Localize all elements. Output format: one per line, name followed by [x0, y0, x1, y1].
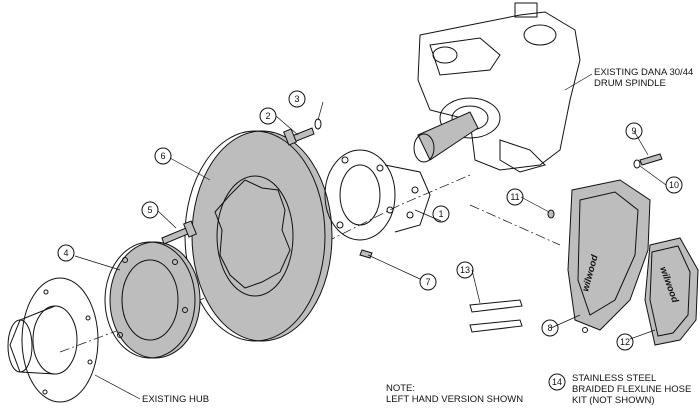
callout-1: 1: [438, 209, 443, 219]
callout-circle-6: [154, 147, 172, 165]
existing-hub: [7, 277, 99, 403]
callout-circle-11: [506, 188, 524, 206]
hub-leader: [94, 374, 141, 400]
callout-6: 6: [160, 151, 165, 161]
washer-3: [314, 118, 322, 130]
washer-10: [633, 159, 641, 169]
callout-10: 10: [669, 180, 679, 190]
hose-label-line1: STAINLESS STEEL: [572, 373, 656, 384]
screw-7: [359, 249, 373, 259]
callout-5: 5: [147, 205, 152, 215]
callout-circle-10: [665, 176, 683, 194]
brake-pads: wilwood: [644, 237, 699, 346]
rotor-hat: [104, 241, 201, 359]
note-label-line2: LEFT HAND VERSION SHOWN: [386, 394, 523, 405]
callout-circle-3: [288, 90, 306, 108]
shim-11: [547, 209, 555, 219]
callout-circle-9: [625, 122, 643, 140]
callout-circle-2: [259, 107, 277, 125]
hose-label-line3: KIT (NOT SHOWN): [572, 395, 655, 406]
bolt-axis: [469, 204, 561, 246]
callout-circle-5: [141, 201, 159, 219]
callouts: 1 2 3 4 5 6 7 8 9 10 11 12 13 14: [57, 90, 683, 391]
brake-rotor: [184, 130, 333, 342]
callout-9: 9: [631, 126, 636, 136]
hose-label-line2: BRAIDED FLEXLINE HOSE: [572, 384, 691, 395]
callout-3: 3: [294, 94, 299, 104]
caliper: wilwood: [567, 179, 651, 333]
bolt-2: [283, 127, 315, 146]
callout-14: 14: [552, 377, 562, 387]
callout-circle-12: [616, 333, 634, 351]
caliper-bracket: [324, 149, 431, 241]
callout-circle-13: [456, 261, 474, 279]
hub-label: EXISTING HUB: [142, 394, 209, 405]
callout-7: 7: [425, 277, 430, 287]
callout-2: 2: [265, 111, 270, 121]
callout-circle-8: [541, 319, 559, 337]
callout-circle-14: [548, 373, 566, 391]
bolt-5: [161, 220, 197, 245]
callout-13: 13: [460, 265, 470, 275]
callout-12: 12: [620, 337, 630, 347]
clips-13: [469, 299, 523, 333]
spindle-label-line1: EXISTING DANA 30/44: [594, 67, 693, 78]
leader-lines: [74, 101, 667, 340]
spindle-leader: [564, 73, 593, 91]
callout-circle-7: [419, 273, 437, 291]
callout-circle-1: [432, 205, 450, 223]
spindle-label-line2: DRUM SPINDLE: [594, 78, 666, 89]
callout-4: 4: [63, 248, 68, 258]
callout-circle-4: [57, 244, 75, 262]
note-label-line1: NOTE:: [386, 383, 415, 394]
bolt-9: [639, 153, 663, 166]
callout-11: 11: [510, 192, 519, 202]
callout-8: 8: [547, 323, 552, 333]
drum-spindle: [413, 2, 581, 173]
